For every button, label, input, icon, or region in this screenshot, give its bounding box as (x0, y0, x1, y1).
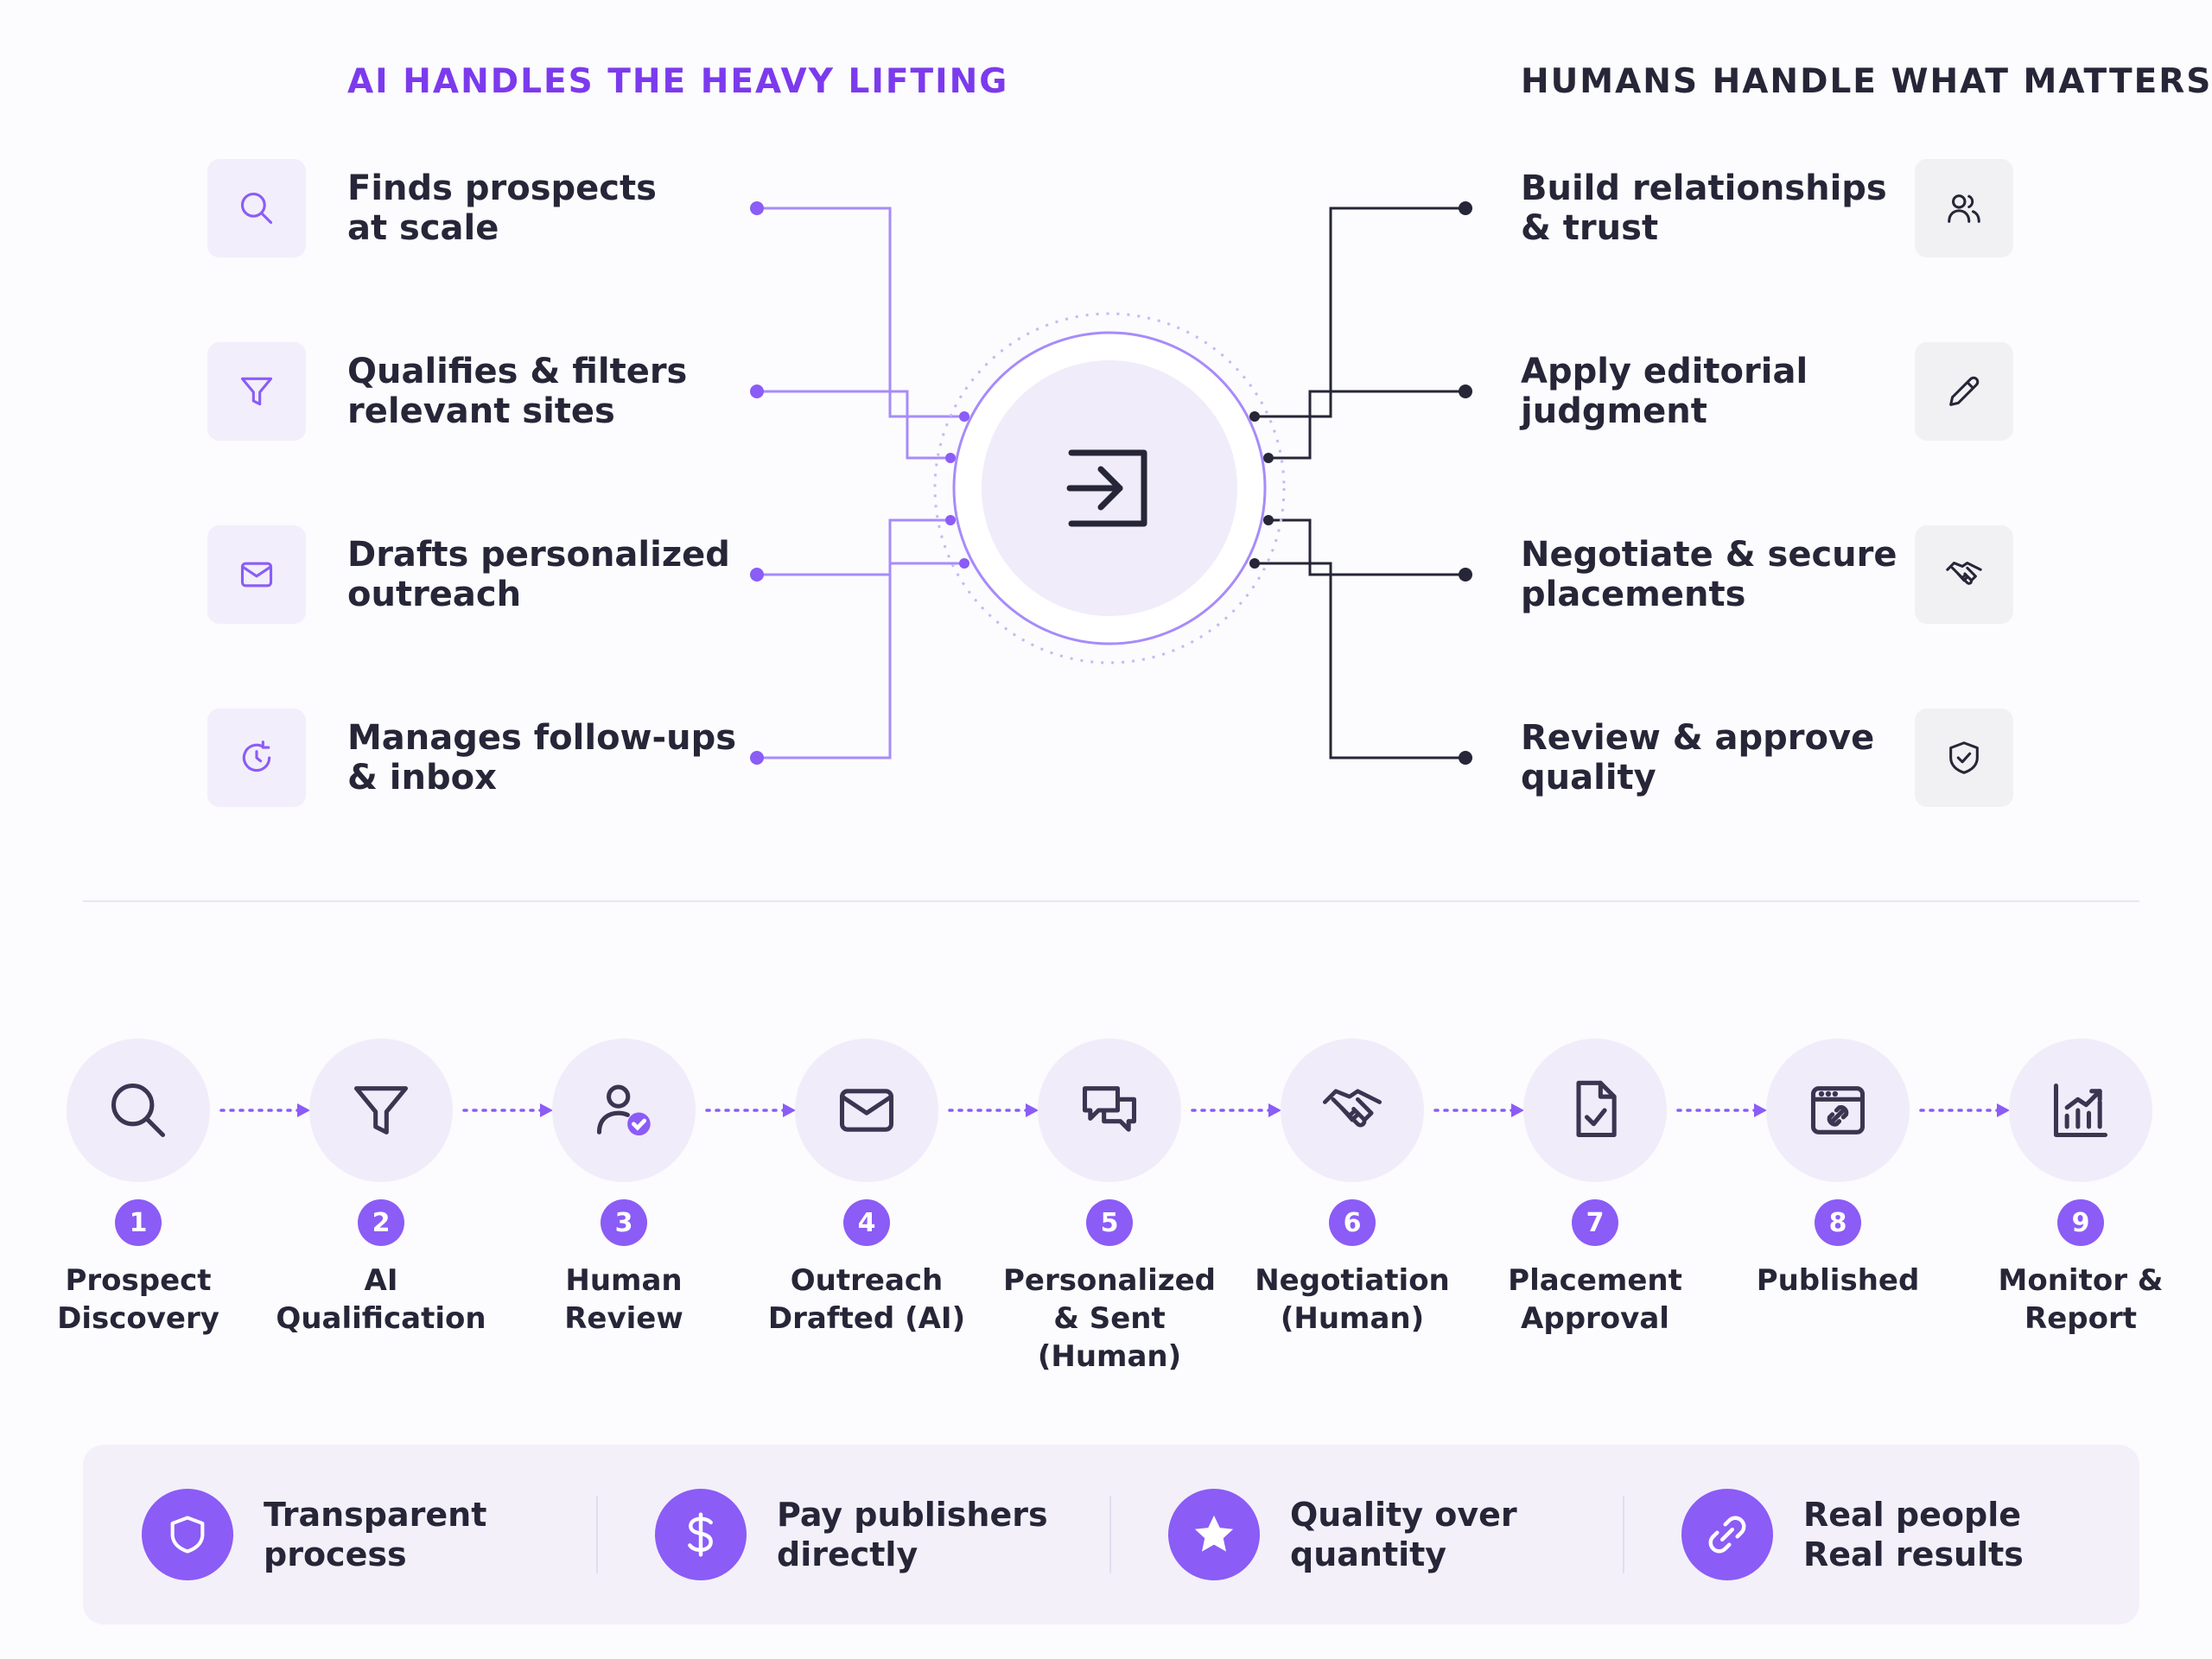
step-number: 8 (1815, 1199, 1861, 1246)
ai-connector-line (757, 207, 964, 418)
human-connector-line (1268, 518, 1465, 576)
pencil-icon (1915, 342, 2013, 441)
step-number: 3 (601, 1199, 647, 1246)
ai-connector-lines (757, 207, 964, 760)
search-icon (207, 159, 306, 257)
ai-connector-line (757, 390, 892, 416)
ai-connector-line (757, 390, 950, 460)
ai-connector-line (757, 562, 964, 576)
ai-connector-line (888, 518, 950, 575)
chat-bubbles-icon (1038, 1039, 1181, 1182)
section-divider (83, 900, 2139, 902)
step-label: Published (1756, 1263, 1920, 1298)
ai-connector-dots (750, 201, 969, 765)
human-connector-lines (1255, 207, 1465, 760)
handshake-icon (1281, 1039, 1424, 1182)
human-connector-line (1268, 390, 1465, 460)
login-arrow-icon (1066, 449, 1147, 527)
step-label: Personalized& Sent (Human) (1003, 1263, 1216, 1374)
human-item-relationships: Build relationships& trust (1521, 168, 1887, 248)
filter-icon (207, 342, 306, 441)
human-connector-line (1255, 562, 1465, 760)
funnel-icon (309, 1039, 453, 1182)
step-number: 9 (2057, 1199, 2104, 1246)
file-check-icon (1523, 1039, 1667, 1182)
refresh-clock-icon (207, 709, 306, 807)
ai-connector-line (757, 563, 892, 760)
step-number: 4 (843, 1199, 890, 1246)
value-separator (1623, 1496, 1624, 1573)
human-connector-dots (1249, 201, 1472, 765)
value-separator (1109, 1496, 1111, 1573)
star-icon (1168, 1489, 1260, 1580)
human-section-heading: HUMANS HANDLE WHAT MATTERS (1521, 62, 2212, 101)
step-number: 1 (115, 1199, 162, 1246)
step-number: 5 (1086, 1199, 1133, 1246)
values-bar (83, 1445, 2139, 1624)
mail-icon (795, 1039, 938, 1182)
value-separator (596, 1496, 598, 1573)
chart-up-icon (2009, 1039, 2152, 1182)
ai-section-heading: AI HANDLES THE HEAVY LIFTING (347, 62, 1009, 101)
user-check-icon (552, 1039, 696, 1182)
step-label: Negotiation(Human) (1255, 1263, 1450, 1336)
search-icon (67, 1039, 210, 1182)
shield-check-icon (1915, 709, 2013, 807)
connector-diagram (750, 201, 1472, 765)
human-connector-line (1255, 207, 1465, 418)
browser-link-icon (1766, 1039, 1910, 1182)
hub (933, 312, 1286, 664)
ai-item-manages: Manages follow-ups& inbox (347, 718, 737, 798)
shield-icon (142, 1489, 233, 1580)
step-number: 7 (1572, 1199, 1618, 1246)
step-number: 6 (1329, 1199, 1376, 1246)
link-icon (1681, 1489, 1773, 1580)
handshake-icon (1915, 525, 2013, 624)
step-label: Monitor &Report (1998, 1263, 2164, 1336)
step-number: 2 (358, 1199, 404, 1246)
mail-icon (207, 525, 306, 624)
users-icon (1915, 159, 2013, 257)
dollar-icon (655, 1489, 747, 1580)
step-connectors (219, 1103, 2010, 1117)
